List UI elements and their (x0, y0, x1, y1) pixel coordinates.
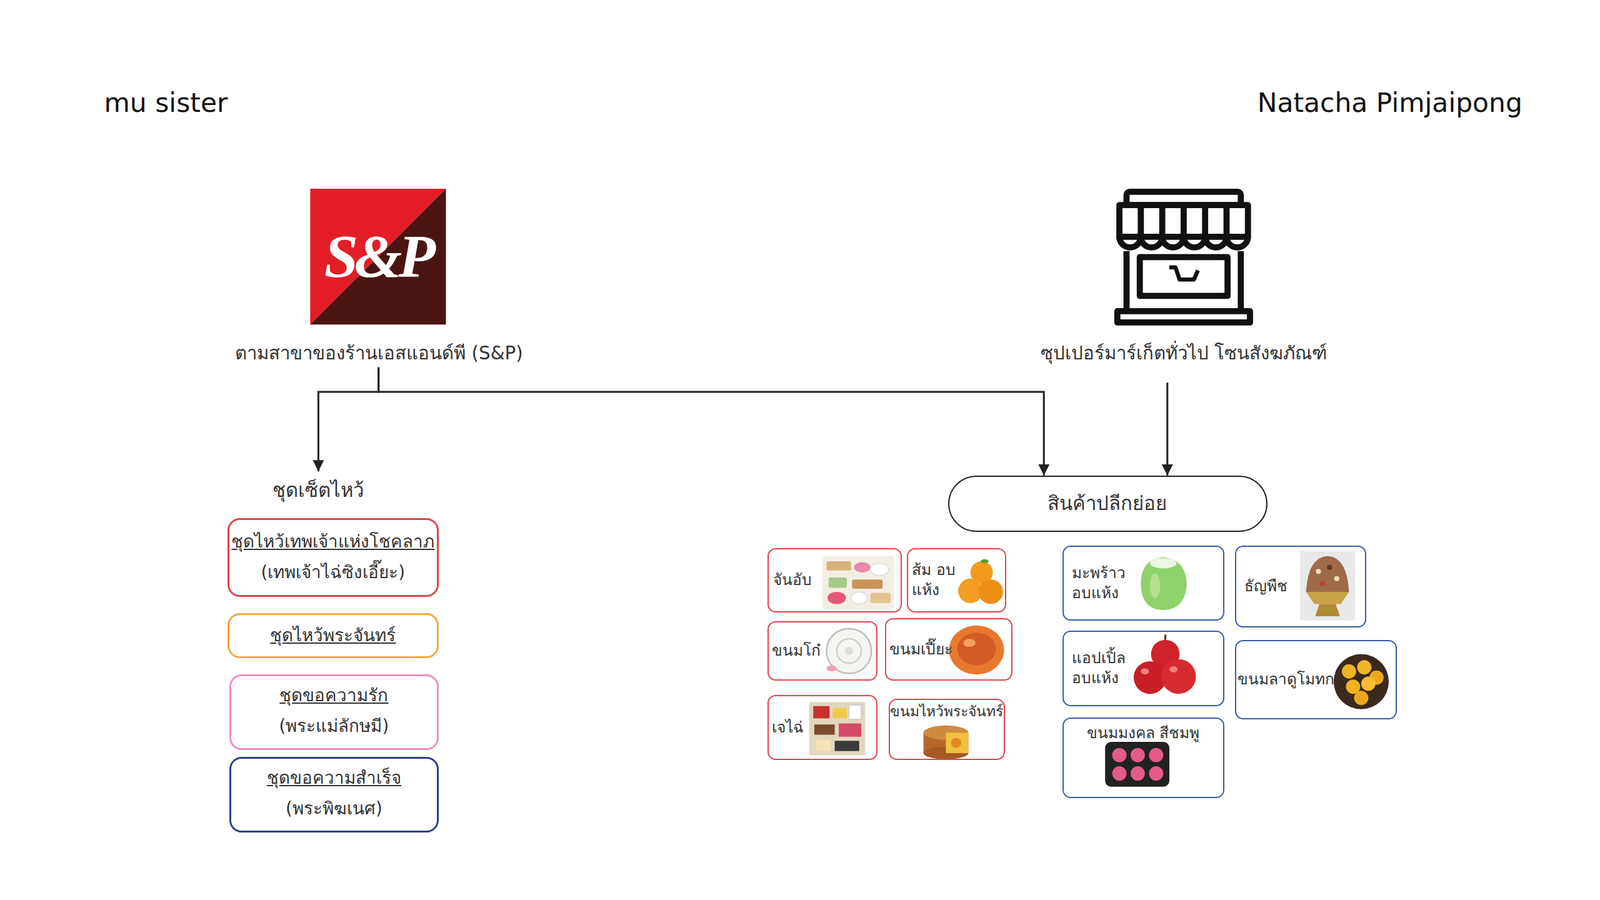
offering-set-box: ชุดไหว้เทพเจ้าแห่งโชคลาภ(เทพเจ้าไฉ่ซิงเอ… (227, 518, 439, 597)
offering-set-box: ชุดขอความสำเร็จ(พระพิฆเนศ) (229, 756, 439, 833)
offering-set-box: ชุดขอความรัก(พระแม่ลักษมี) (229, 674, 439, 750)
item-box: ขนมโก๋ (767, 621, 878, 681)
node-subtitle: (เทพเจ้าไฉ่ซิงเอี๊ยะ) (227, 556, 439, 588)
node-subtitle: (พระแม่ลักษมี) (229, 711, 439, 742)
flow-arrow (378, 367, 1045, 476)
item-box: ขนมไหว้พระจันทร์ (888, 698, 1005, 760)
janab-picture (822, 556, 894, 610)
item-box: ส้ม อบแห้ง (906, 548, 1006, 613)
apple-picture (1133, 635, 1197, 695)
node-title: ชุดขอความรัก (229, 680, 439, 712)
corner-label: mu sister (104, 87, 309, 119)
flow-arrow (318, 367, 379, 472)
node-title: ขนมเปี๊ยะ (889, 618, 951, 681)
item-box: จันอับ (767, 548, 903, 613)
ladoo-picture (1333, 654, 1389, 710)
node-title: ขนมโก๋ (771, 621, 825, 681)
item-box: เจไฉ่ (767, 695, 878, 760)
node-title: ชุดไหว้เทพเจ้าแห่งโชคลาภ (227, 526, 439, 557)
jechai-picture (809, 701, 866, 755)
category-pill: สินค้าปลีกย่อย (948, 475, 1268, 532)
corner-label: Natacha Pimjaipong (1165, 87, 1522, 119)
node-title: ธัญพืช (1244, 545, 1302, 628)
node-title: จันอับ (773, 547, 825, 612)
sp-logo (310, 188, 446, 325)
mooncake-picture (923, 725, 969, 760)
node-title: มะพร้าว อบแห้ง (1071, 550, 1137, 617)
flow-arrow (1166, 382, 1169, 476)
pink-dessert-picture (1105, 741, 1170, 787)
item-box: ขนมมงคล สีชมพู (1062, 717, 1225, 799)
source-node: ซุปเปอร์มาร์เก็ตทั่วไป โซนสังฆภัณฑ์ (1035, 188, 1332, 383)
offering-set-box: ชุดไหว้พระจันทร์ (227, 613, 439, 659)
item-box: แอปเปิ้ล อบแห้ง (1062, 630, 1225, 707)
store-icon (1117, 191, 1250, 323)
node-title: เจไฉ่ (771, 694, 811, 760)
coconut-picture (1140, 556, 1187, 610)
node-subtitle: (พระพิฆเนศ) (229, 793, 439, 825)
node-title: ขนมลาดูโมทกะ (1237, 639, 1338, 719)
source-node: S&P ตามสาขาของร้านเอสแอนด์พี (S&P) (235, 188, 524, 368)
node-title: ชุดไหว้พระจันทร์ (227, 613, 439, 659)
node-title: สินค้าปลีกย่อย (947, 475, 1267, 532)
item-box: ธัญพืช (1235, 545, 1367, 628)
orange-picture (958, 559, 1004, 605)
node-title: S&P (310, 188, 446, 325)
item-box: ขนมเปี๊ยะ (885, 618, 1013, 681)
node-title: ส้ม อบแห้ง (911, 550, 959, 610)
node-subtitle: ตามสาขาของร้านเอสแอนด์พี (S&P) (235, 340, 524, 367)
item-box: ขนมลาดูโมทกะ (1235, 640, 1398, 720)
khanom-pia-picture (948, 625, 1004, 675)
node-title: แอปเปิ้ล อบแห้ง (1071, 634, 1140, 702)
node-title: ขนมมงคล สีชมพู (1061, 720, 1225, 747)
khanom-ko-picture (826, 628, 872, 674)
node-title: ขนมไหว้พระจันทร์ (890, 700, 1004, 725)
node-title: ชุดเซ็ตไหว้ (267, 471, 370, 509)
grain-picture (1300, 551, 1355, 621)
group-heading: ชุดเซ็ตไหว้ (267, 471, 370, 509)
node-title: ซุปเปอร์มาร์เก็ตทั่วไป โซนสังฆภัณฑ์ (1035, 340, 1332, 367)
node-title: ชุดขอความสำเร็จ (229, 763, 439, 794)
item-box: มะพร้าว อบแห้ง (1062, 545, 1225, 620)
